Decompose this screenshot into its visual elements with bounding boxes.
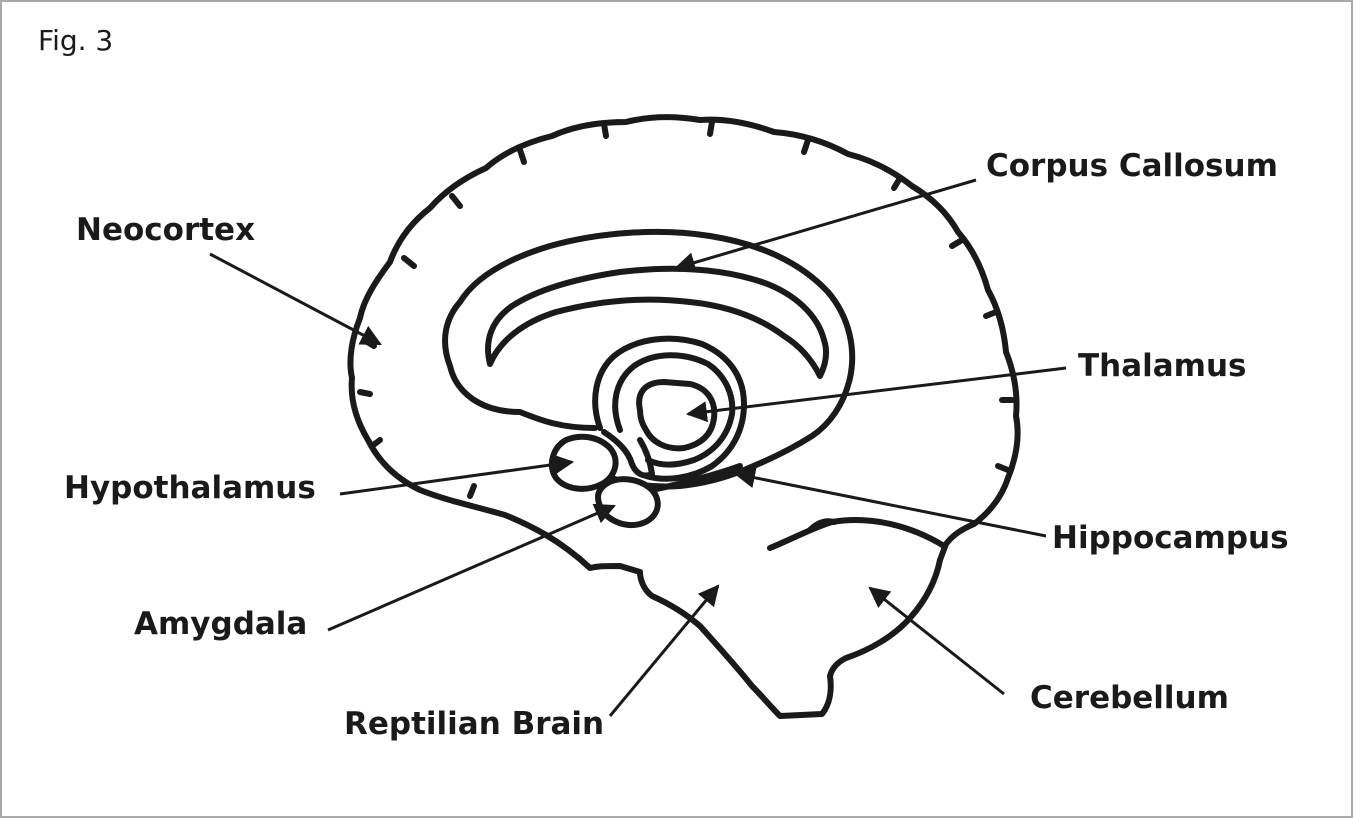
thalamus-ring-inner xyxy=(612,352,736,468)
thalamus-label: Thalamus xyxy=(1078,348,1247,384)
reptilian-brain-leader xyxy=(608,584,720,717)
amygdala-leader xyxy=(327,503,616,632)
corpus-callosum-shape xyxy=(485,265,830,379)
neocortex-label: Neocortex xyxy=(76,212,255,248)
figure-number: Fig. 3 xyxy=(38,24,114,57)
thalamus-leader xyxy=(685,366,1067,423)
corpus-callosum-leader xyxy=(673,178,977,273)
amygdala-shape xyxy=(595,476,661,528)
thalamus-shape xyxy=(636,379,718,452)
corpus-callosum-label: Corpus Callosum xyxy=(986,148,1278,184)
cerebellum-leader xyxy=(868,586,1005,696)
hippocampus-leader xyxy=(733,467,1047,538)
hypothalamus-leader xyxy=(339,454,575,496)
neocortex-leader xyxy=(209,252,382,346)
hippocampus-label: Hippocampus xyxy=(1052,520,1289,556)
cerebellum-label: Cerebellum xyxy=(1030,680,1229,716)
amygdala-label: Amygdala xyxy=(134,606,307,642)
fornix-curl xyxy=(601,429,655,479)
hypothalamus-label: Hypothalamus xyxy=(64,470,316,506)
hippocampus-shape xyxy=(649,463,743,493)
cerebellum-fold xyxy=(807,518,837,533)
reptilian-brain-label: Reptilian Brain xyxy=(344,706,604,742)
thalamus-ring-outer xyxy=(592,335,747,482)
